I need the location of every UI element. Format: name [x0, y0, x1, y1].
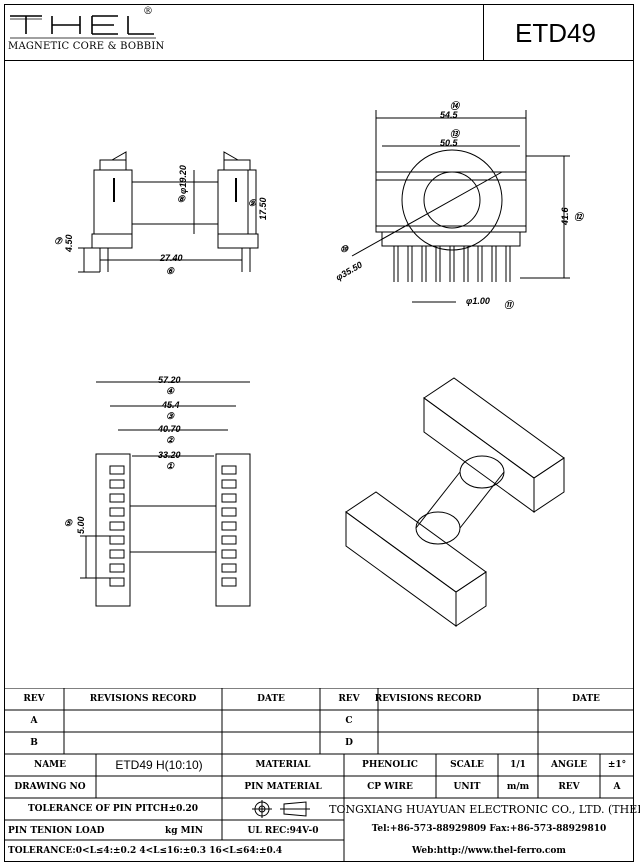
logo: ® MAGNETIC CORE & BOBBIN: [8, 6, 164, 56]
projection-symbol-icon: [250, 800, 316, 818]
registered-mark: ®: [143, 6, 153, 17]
callout-1: ①: [166, 461, 175, 471]
callout-14: ⑭: [450, 101, 460, 111]
callout-13: ⑬: [450, 129, 460, 139]
bottom-view: [80, 381, 251, 607]
thel-logo-icon: [10, 15, 156, 39]
name-label: NAME: [33, 760, 67, 770]
callout-9: ⑨: [248, 198, 257, 208]
scale-value: 1/1: [510, 760, 526, 770]
dim-416: 41.6: [560, 207, 570, 225]
logo-subtitle: MAGNETIC CORE & BOBBIN: [8, 41, 165, 52]
dim-500: 5.00: [76, 516, 86, 534]
drawing-frame: [4, 4, 634, 862]
technical-drawing: [78, 110, 570, 627]
callout-11: ⑪: [504, 300, 514, 310]
drawing-no-label: DRAWING NO: [14, 782, 86, 792]
scale-label: SCALE: [450, 760, 484, 770]
company-name: TONGXIANG HUAYUAN ELECTRONIC CO., LTD. (…: [329, 802, 640, 816]
rev-header: REV: [23, 694, 45, 704]
company-web: Web:http://www.thel-ferro.com: [412, 846, 566, 856]
revisions-header: REVISIONS RECORD: [89, 694, 197, 704]
part-number: ETD49: [515, 18, 596, 48]
rev-b: B: [30, 738, 38, 748]
unit-label: UNIT: [453, 782, 481, 792]
dim-phi-100: φ1.00: [466, 296, 490, 306]
rev-d: D: [345, 738, 353, 748]
dim-2740: 27.40: [160, 253, 183, 263]
dim-3320: 33.20: [158, 450, 181, 460]
name-value: ETD49 H(10:10): [115, 758, 203, 772]
rev-label: REV: [558, 782, 580, 792]
angle-value: ±1°: [607, 760, 627, 770]
rev-value: A: [613, 782, 621, 792]
callout-6: ⑥: [166, 266, 175, 276]
isometric-view: [345, 377, 565, 627]
callout-7: ⑦: [54, 236, 63, 246]
revisions-header-2: REVISIONS RECORD: [374, 694, 482, 704]
callout-2: ②: [166, 435, 175, 445]
unit-value: m/m: [506, 782, 530, 792]
dim-4070: 40.70: [158, 424, 181, 434]
material-value: PHENOLIC: [362, 760, 418, 770]
ul-rec: UL REC:94V-0: [247, 826, 319, 836]
dim-phi-1920: φ19.20: [178, 165, 188, 194]
callout-3: ③: [166, 411, 175, 421]
date-header: DATE: [257, 694, 285, 704]
rev-c: C: [345, 716, 353, 726]
dim-1750: 17.50: [258, 197, 268, 220]
callout-5: ⑤: [64, 518, 73, 528]
dim-5720: 57.20: [158, 375, 181, 385]
dim-505: 50.5: [440, 138, 458, 148]
rev-a: A: [30, 716, 38, 726]
callout-12: ⑫: [574, 212, 584, 222]
header-divider: [483, 4, 484, 60]
dim-450: 4.50: [64, 234, 74, 252]
pin-tension-unit: kg MIN: [164, 826, 204, 836]
material-label: MATERIAL: [255, 760, 311, 770]
callout-10: ⑩: [340, 244, 349, 254]
side-view: [351, 110, 570, 303]
header-bottom-rule: [4, 60, 634, 61]
angle-label: ANGLE: [550, 760, 588, 770]
pin-tension-label: PIN TENION LOAD: [8, 826, 105, 836]
front-view: [78, 151, 259, 273]
title-table-grid: [4, 688, 634, 862]
dim-545: 54.5: [440, 110, 458, 120]
company-tel: Tel:+86-573-88929809 Fax:+86-573-8892981…: [371, 824, 607, 834]
date-header-2: DATE: [572, 694, 600, 704]
tolerance-pitch: TOLERANCE OF PIN PITCH±0.20: [27, 804, 199, 814]
callout-8: ⑧: [177, 194, 186, 204]
tolerance-line: TOLERANCE:0<L≤4:±0.2 4<L≤16:±0.3 16<L≤64…: [8, 846, 283, 856]
rev-header-2: REV: [338, 694, 360, 704]
callout-4: ④: [166, 386, 175, 396]
pin-material-label: PIN MATERIAL: [244, 782, 322, 792]
pin-material-value: CP WIRE: [367, 782, 413, 792]
dim-454: 45.4: [162, 400, 180, 410]
